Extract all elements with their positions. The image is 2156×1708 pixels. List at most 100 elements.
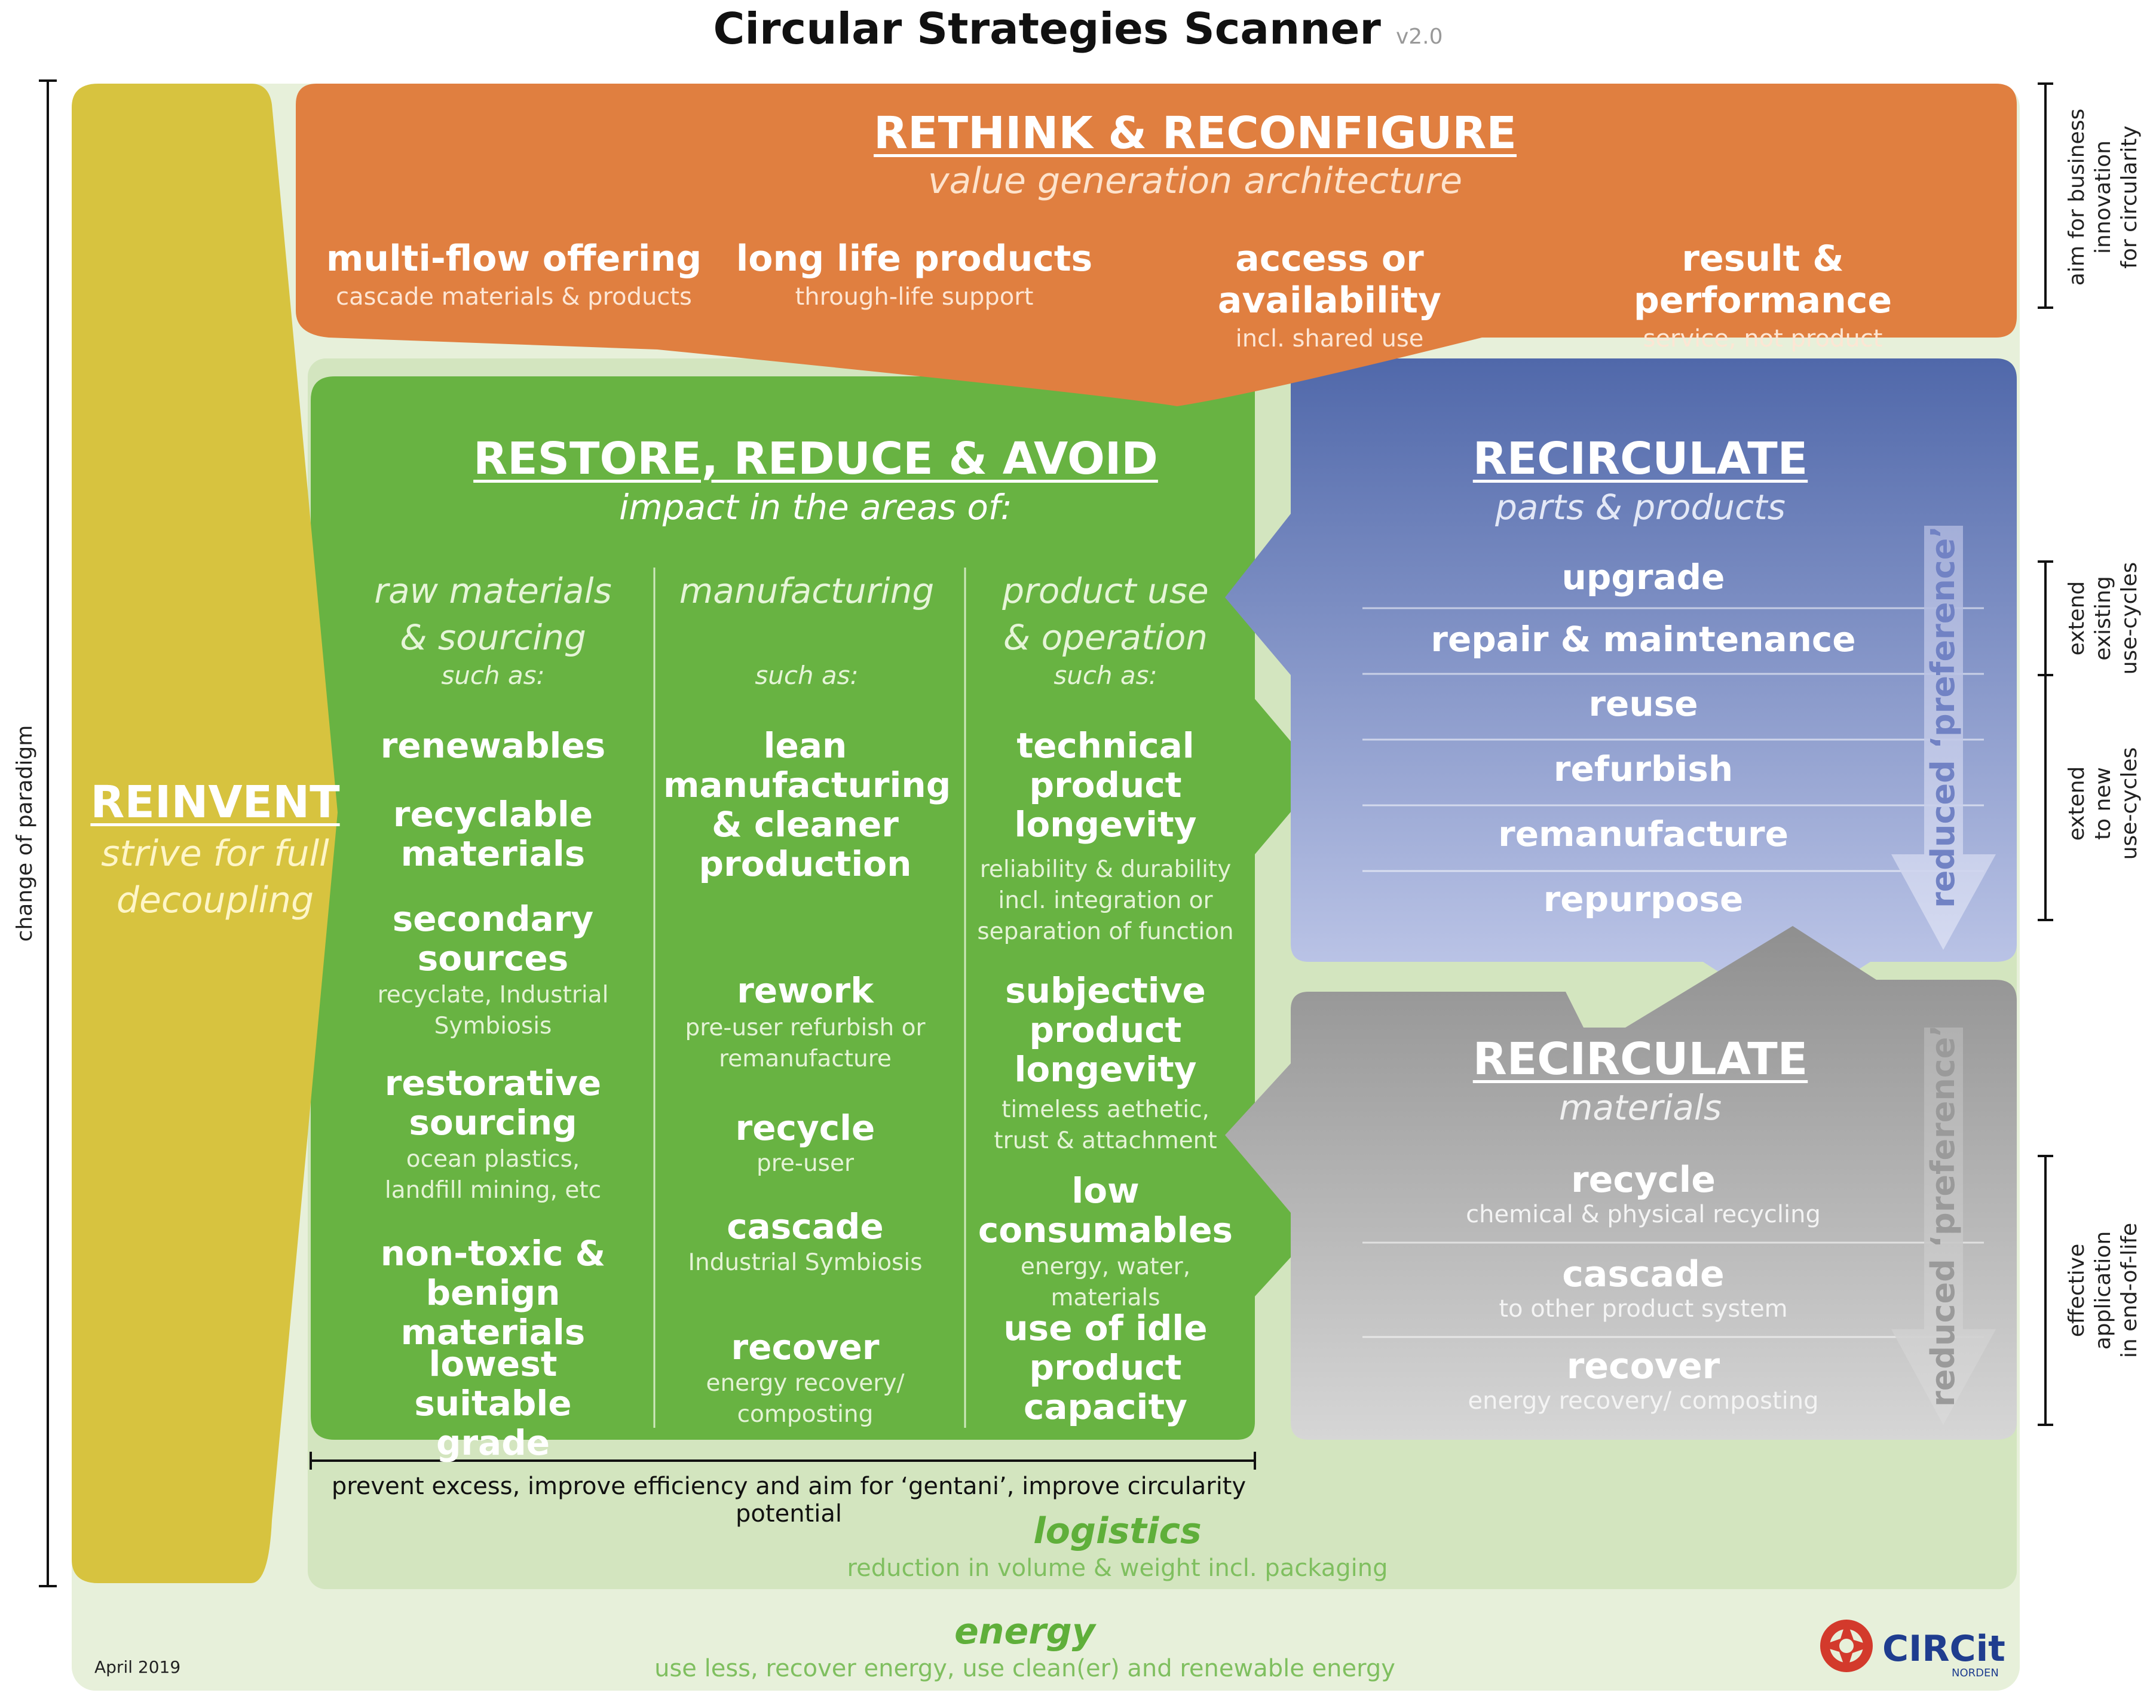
- rethink-item: multi-flow offering cascade materials & …: [317, 238, 711, 311]
- bracket-note: prevent excess, improve efficiency and a…: [331, 1473, 1247, 1528]
- restore-item-sub: reliability & durability incl. integrati…: [977, 856, 1234, 945]
- restore-item: recycle: [735, 1108, 875, 1148]
- recirc-parts-item: repurpose: [1543, 879, 1744, 919]
- restore-column-head: manufacturing such as:: [657, 568, 956, 690]
- reinvent-subtitle: strive for full decoupling: [101, 833, 329, 921]
- restore-column-head: raw materials & sourcing such as:: [344, 568, 642, 690]
- logistics-title: logistics: [1033, 1510, 1202, 1552]
- rethink-title: RETHINK & RECONFIGURE: [874, 108, 1517, 159]
- rethink-item-sub: service, not product: [1643, 325, 1883, 352]
- recirc-parts-panel-shape: [1225, 358, 2017, 1016]
- title-main: Circular Strategies Scanner: [713, 4, 1381, 54]
- restore-item: lean manufacturing & cleaner production: [663, 725, 951, 884]
- rethink-subtitle: value generation architecture: [927, 160, 1463, 202]
- recirc-parts-item: refurbish: [1553, 749, 1734, 789]
- restore-item-sub: energy, water, materials: [1020, 1253, 1191, 1311]
- rethink-item: long life products through-life support: [717, 238, 1111, 311]
- preference-arrow-label: reduced ‘preference’: [1924, 526, 1962, 908]
- page-title: Circular Strategies Scanner v2.0: [0, 4, 2156, 54]
- energy-subtitle: use less, recover energy, use clean(er) …: [654, 1655, 1395, 1682]
- recirc-materials-item-label: recycle: [1571, 1159, 1716, 1201]
- rethink-item-sub: cascade materials & products: [336, 283, 692, 311]
- restore-item: recyclable materials: [393, 794, 593, 874]
- restore-subtitle: impact in the areas of:: [619, 487, 1012, 528]
- rethink-item: result & performance service, not produc…: [1554, 238, 1972, 352]
- restore-item-sub: ocean plastics, landfill mining, etc: [384, 1146, 602, 1204]
- preference-arrow-label: reduced ‘preference’: [1924, 1025, 1962, 1407]
- restore-item: cascade: [727, 1206, 884, 1247]
- rethink-item-label: result & performance: [1633, 238, 1892, 321]
- rethink-item: access or availability incl. shared use: [1123, 238, 1536, 352]
- rethink-item-sub: through-life support: [795, 283, 1034, 311]
- restore-item-sub: pre-user: [756, 1150, 855, 1177]
- date-label: April 2019: [94, 1657, 181, 1677]
- column-head-line2: & operation: [1003, 617, 1208, 658]
- restore-item: use of idle product capacity: [1003, 1308, 1208, 1427]
- restore-item: secondary sources: [392, 899, 594, 979]
- restore-item: subjective product longevity: [1005, 970, 1206, 1090]
- side-label-right-extend-existing: extend existing use-cycles: [2064, 562, 2143, 675]
- restore-item-sub: energy recovery/ composting: [706, 1370, 905, 1428]
- column-head-line2: [657, 614, 956, 661]
- rethink-item-label: multi-flow offering: [326, 238, 702, 280]
- column-such-as: such as:: [1054, 661, 1157, 690]
- recirc-materials-item-label: recover: [1566, 1345, 1720, 1387]
- restore-column-head: product use & operation such as:: [956, 568, 1255, 690]
- recirc-parts-subtitle: parts & products: [1495, 487, 1786, 528]
- circit-logo-subtext: NORDEN: [1952, 1667, 1999, 1679]
- side-label-line: for circularity: [2117, 125, 2142, 269]
- column-head-line1: raw materials: [374, 571, 612, 611]
- column-head-line1: product use: [1002, 571, 1209, 611]
- recirc-parts-item: remanufacture: [1498, 814, 1788, 854]
- rethink-item-label: access or availability: [1217, 238, 1442, 321]
- side-label-line: existing: [2091, 576, 2115, 661]
- side-label-line: extend: [2065, 766, 2089, 841]
- side-label-line: effective: [2065, 1243, 2089, 1338]
- recirc-materials-title: RECIRCULATE: [1472, 1034, 1808, 1085]
- recirc-materials-item-label: cascade: [1562, 1253, 1725, 1295]
- title-version: v2.0: [1395, 24, 1443, 49]
- restore-item: low consumables: [978, 1170, 1233, 1250]
- restore-item: recover: [731, 1327, 880, 1367]
- restore-item: non-toxic & benign materials: [380, 1233, 606, 1353]
- restore-item-sub: Industrial Symbiosis: [688, 1249, 923, 1276]
- restore-item: rework: [737, 970, 874, 1011]
- rethink-item-sub: incl. shared use: [1235, 325, 1424, 352]
- reinvent-title: REINVENT: [90, 777, 340, 828]
- recirc-materials-item-sub: to other product system: [1499, 1295, 1788, 1323]
- restore-panel-shape: [311, 376, 1321, 1440]
- recirc-materials-subtitle: materials: [1558, 1087, 1722, 1128]
- column-head-line2: & sourcing: [400, 617, 586, 658]
- rethink-item-label: long life products: [736, 238, 1093, 280]
- recirc-materials-item: cascade to other product system: [1362, 1253, 1924, 1323]
- side-label-line: use-cycles: [2117, 562, 2142, 675]
- restore-item-sub: recyclate, Industrial Symbiosis: [377, 982, 609, 1039]
- recirc-materials-item-sub: chemical & physical recycling: [1466, 1201, 1821, 1228]
- side-label-left: change of paradigm: [13, 725, 37, 942]
- side-label-right-top: aim for business innovation for circular…: [2064, 109, 2143, 286]
- column-such-as: such as:: [441, 661, 545, 690]
- energy-title: energy: [954, 1611, 1095, 1652]
- recirc-parts-item: upgrade: [1561, 557, 1725, 597]
- circit-logo-mark: [1820, 1620, 1873, 1672]
- recirc-parts-item: reuse: [1588, 683, 1698, 724]
- column-head-line1: manufacturing: [679, 571, 935, 611]
- reinvent-panel-shape: [72, 84, 338, 1583]
- recirc-materials-item-sub: energy recovery/ composting: [1468, 1387, 1819, 1415]
- restore-title: RESTORE, REDUCE & AVOID: [473, 433, 1158, 485]
- recirc-materials-panel-shape: [1225, 926, 2017, 1440]
- side-label-right-bottom: effective application in end-of-life: [2064, 1223, 2143, 1358]
- restore-item-sub: timeless aethetic, trust & attachment: [994, 1096, 1217, 1154]
- side-label-line: in end-of-life: [2117, 1222, 2142, 1359]
- preference-arrow-blue: [1891, 526, 1996, 950]
- column-such-as: such as:: [755, 661, 859, 690]
- side-label-line: to new: [2091, 767, 2115, 841]
- preference-arrow-grey: [1891, 1028, 1996, 1425]
- restore-item: restorative sourcing: [384, 1063, 602, 1143]
- restore-item-sub: pre-user refurbish or remanufacture: [685, 1014, 926, 1072]
- recirc-materials-item: recycle chemical & physical recycling: [1362, 1159, 1924, 1228]
- restore-item: lowest suitable grade: [414, 1344, 572, 1463]
- side-label-line: innovation: [2091, 140, 2115, 254]
- side-label-line: application: [2091, 1231, 2115, 1350]
- side-label-right-extend-new: extend to new use-cycles: [2064, 747, 2143, 860]
